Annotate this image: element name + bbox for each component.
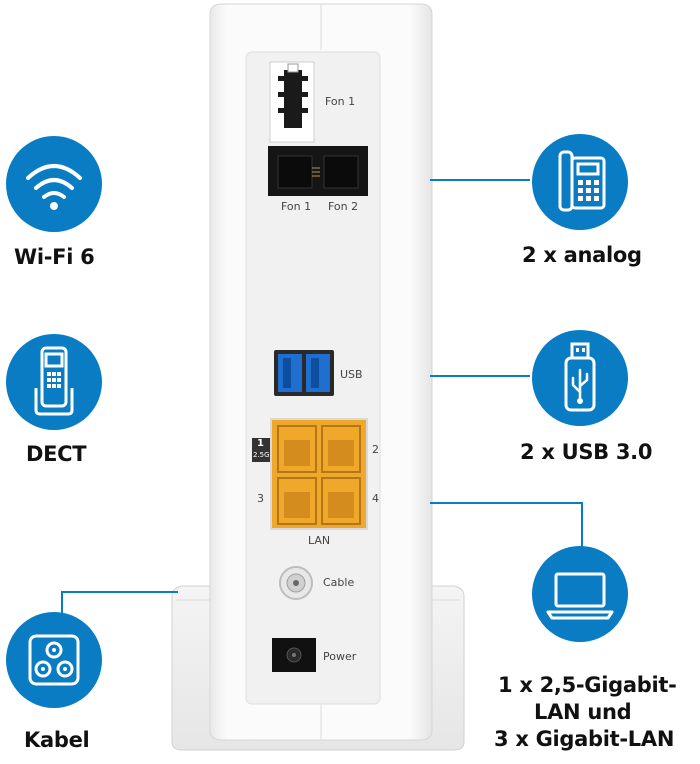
connector-lines xyxy=(61,179,583,616)
lan-ports xyxy=(252,418,368,530)
usb-label-feature: 2 x USB 3.0 xyxy=(520,440,653,464)
lan-label-line3: 3 x Gigabit-LAN xyxy=(494,727,675,751)
lan-badge-speed: 2.5G xyxy=(253,451,270,459)
power-jack xyxy=(272,638,316,672)
tae-socket xyxy=(269,61,315,143)
fon1-rj-label: Fon 1 xyxy=(281,200,312,213)
desk-phone-icon xyxy=(558,150,606,212)
analog-label: 2 x analog xyxy=(522,243,642,267)
dect-label: DECT xyxy=(26,442,87,466)
dect-feature-circle xyxy=(6,334,102,430)
lan2-label: 2 xyxy=(372,443,379,456)
lan4-label: 4 xyxy=(372,492,379,505)
laptop-icon xyxy=(546,572,614,620)
usb-feature-circle xyxy=(532,330,628,426)
lan-label: LAN xyxy=(308,534,331,547)
fon1-top-label: Fon 1 xyxy=(325,95,356,108)
cable-label: Cable xyxy=(323,576,355,589)
dect-phone-icon xyxy=(34,346,74,416)
lan-feature-circle xyxy=(532,546,628,642)
lan-label-line2: LAN und xyxy=(534,700,632,724)
wifi-feature-circle xyxy=(6,136,102,232)
lan-badge-num: 1 xyxy=(257,438,264,449)
lan3-label: 3 xyxy=(257,492,264,505)
usb-label: USB xyxy=(340,368,363,381)
analog-feature-circle xyxy=(532,134,628,230)
fon2-rj-label: Fon 2 xyxy=(328,200,359,213)
wifi-icon xyxy=(26,164,82,210)
cable-socket-icon xyxy=(28,634,80,686)
lan-label-line1: 1 x 2,5-Gigabit- xyxy=(498,673,677,697)
kabel-label: Kabel xyxy=(24,728,90,752)
kabel-feature-circle xyxy=(6,612,102,708)
usb-stick-icon xyxy=(564,342,596,412)
power-label: Power xyxy=(323,650,357,663)
fon-rj-sockets xyxy=(268,146,368,196)
cable-connector xyxy=(279,566,313,600)
wifi-label: Wi-Fi 6 xyxy=(14,245,95,269)
usb-ports xyxy=(274,350,334,396)
